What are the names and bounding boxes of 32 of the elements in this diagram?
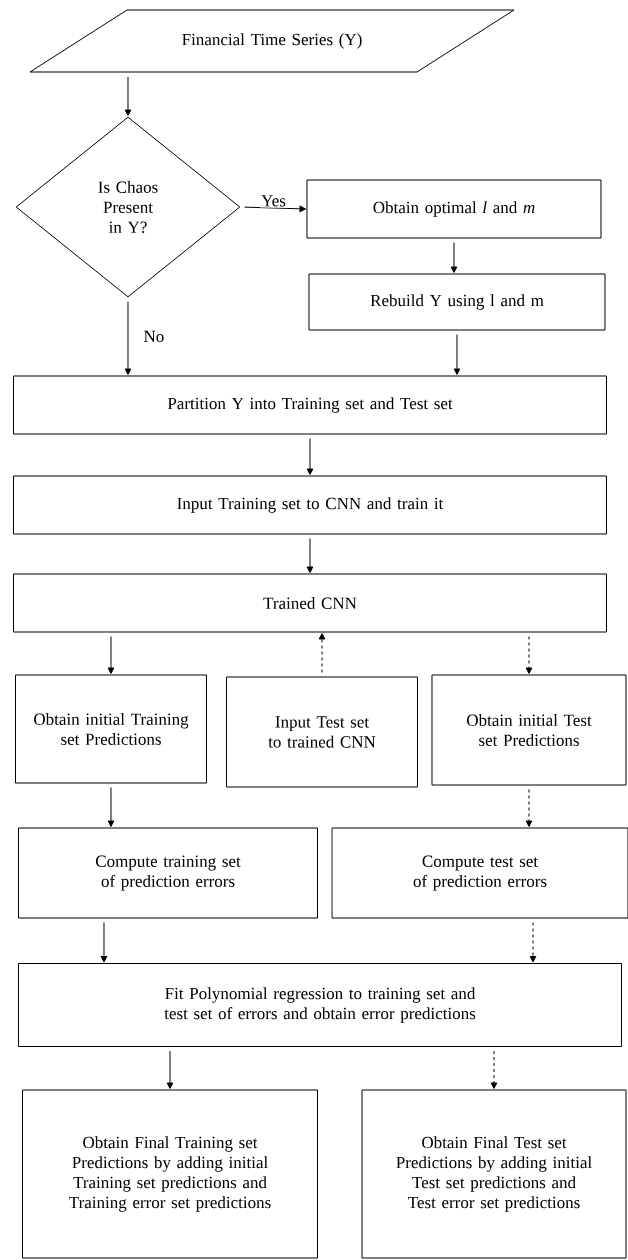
process-box: Trained CNN: [13, 573, 607, 633]
process-box: Obtain Final Test set Predictions by adding initial Test set predictions and Test error set predictions: [361, 1089, 627, 1259]
arrow: [107, 787, 115, 827]
process-box: Obtain initial Training set Predictions: [15, 674, 207, 784]
arrow: [100, 922, 108, 963]
arrow: [124, 76, 132, 116]
process-box: Compute training set of prediction errors: [18, 827, 318, 919]
arrow: [166, 1050, 174, 1089]
arrow: [124, 301, 132, 375]
arrow: [450, 242, 458, 273]
process-box: Input Test set to trained CNN: [226, 676, 418, 788]
arrow: [306, 538, 314, 573]
process-box: Obtain initial Test set Predictions: [431, 674, 627, 786]
process-box: Obtain optimal l and m: [306, 179, 602, 239]
process-box: Obtain Final Training set Predictions by adding initial Training set predictions and Training error set predictions: [22, 1089, 318, 1259]
arrow: [318, 633, 326, 673]
arrow: [529, 922, 537, 963]
process-box: Input Training set to CNN and train it: [13, 475, 607, 535]
arrow: [306, 438, 314, 475]
input-parallelogram: Financial Time Series (Y): [29, 9, 515, 73]
arrow: [107, 636, 115, 674]
arrow: [244, 205, 306, 213]
arrow: [525, 789, 533, 827]
process-box: Compute test set of prediction errors: [331, 827, 628, 919]
edge-label: No: [142, 329, 166, 344]
arrow: [490, 1050, 498, 1089]
arrow: [453, 334, 461, 375]
edge-label: Yes: [260, 194, 287, 208]
arrow: [525, 636, 533, 674]
process-box: Partition Y into Training set and Test set: [13, 375, 607, 435]
process-box: Rebuild Y using l and m: [308, 273, 606, 331]
process-box: Fit Polynomial regression to training set and test set of errors and obtain error predictions: [18, 963, 622, 1047]
